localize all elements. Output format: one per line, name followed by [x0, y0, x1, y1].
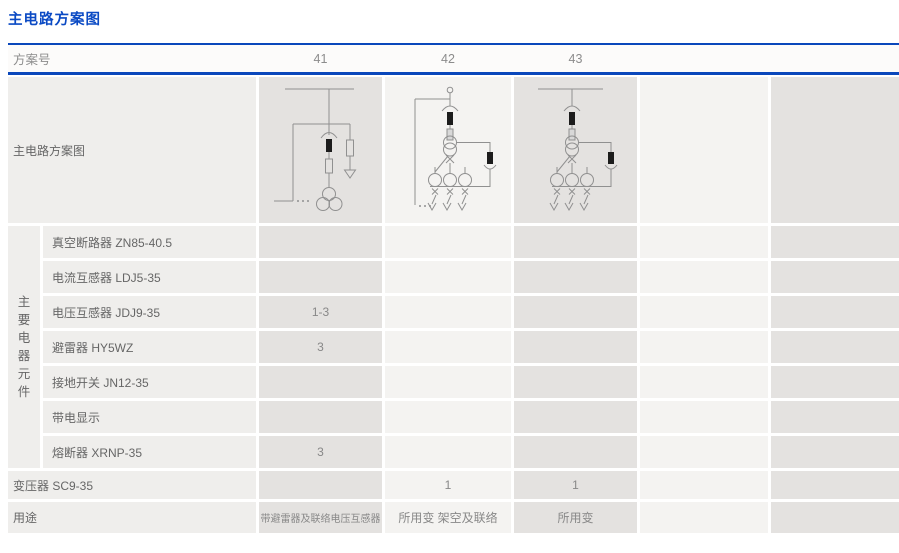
empty-cell — [771, 77, 899, 223]
empty-cell — [640, 226, 768, 258]
scheme-cell — [385, 296, 511, 328]
scheme-41-diagram — [274, 88, 357, 211]
scheme-cell: 3 — [259, 436, 382, 468]
scheme-cell: 带避雷器及联络电压互感器 — [259, 502, 382, 533]
component-name: 避雷器 HY5WZ — [43, 331, 256, 363]
page-title: 主电路方案图 — [8, 12, 101, 28]
empty-cell — [640, 436, 768, 468]
scheme-cell: 1 — [385, 471, 511, 499]
scheme-43-header: 43 — [568, 51, 583, 66]
component-name: 真空断路器 ZN85-40.5 — [43, 226, 256, 258]
empty-cell — [640, 502, 768, 533]
empty-cell — [640, 331, 768, 363]
scheme-cell — [385, 401, 511, 433]
scheme-43-diagram-cell — [514, 77, 637, 223]
scheme-cell: 3 — [259, 331, 382, 363]
scheme-number-header: 方案号 — [13, 53, 51, 67]
scheme-cell: 1 — [514, 471, 637, 499]
scheme-cell: 所用变 — [514, 502, 637, 533]
scheme-cell — [514, 436, 637, 468]
scheme-table: 主电路方案图 — [8, 77, 899, 533]
diagram-row-label: 主电路方案图 — [8, 77, 256, 223]
component-name: 电压互感器 JDJ9-35 — [43, 296, 256, 328]
scheme-cell — [514, 401, 637, 433]
scheme-41-diagram-cell — [259, 77, 382, 223]
empty-cell — [640, 401, 768, 433]
empty-cell — [640, 366, 768, 398]
empty-cell — [771, 436, 899, 468]
empty-cell — [771, 366, 899, 398]
scheme-cell — [259, 401, 382, 433]
scheme-42-diagram — [414, 86, 497, 212]
empty-cell — [771, 401, 899, 433]
component-name: 熔断器 XRNP-35 — [43, 436, 256, 468]
scheme-cell — [385, 366, 511, 398]
scheme-43-diagram — [538, 88, 618, 212]
scheme-cell: 所用变 架空及联络 — [385, 502, 511, 533]
usage-row-label: 用途 — [8, 502, 256, 533]
scheme-cell — [514, 261, 637, 293]
scheme-cell — [259, 226, 382, 258]
empty-cell — [771, 226, 899, 258]
scheme-cell — [385, 436, 511, 468]
component-name: 带电显示 — [43, 401, 256, 433]
scheme-cell — [514, 331, 637, 363]
table-header-row: 方案号 41 42 43 — [8, 43, 899, 75]
empty-cell — [640, 296, 768, 328]
scheme-41-header: 41 — [313, 51, 328, 66]
scheme-cell: 1-3 — [259, 296, 382, 328]
scheme-cell — [385, 331, 511, 363]
scheme-42-diagram-cell — [385, 77, 511, 223]
scheme-cell — [385, 261, 511, 293]
component-group-label: 主要电器元件 — [8, 226, 40, 468]
component-name: 电流互感器 LDJ5-35 — [43, 261, 256, 293]
scheme-cell — [385, 226, 511, 258]
scheme-cell — [259, 366, 382, 398]
scheme-cell — [514, 226, 637, 258]
scheme-cell — [259, 471, 382, 499]
scheme-cell — [514, 296, 637, 328]
empty-cell — [640, 471, 768, 499]
scheme-cell — [514, 366, 637, 398]
empty-cell — [771, 331, 899, 363]
empty-cell — [771, 296, 899, 328]
scheme-cell — [259, 261, 382, 293]
scheme-42-header: 42 — [441, 51, 455, 66]
empty-cell — [640, 77, 768, 223]
empty-cell — [771, 502, 899, 533]
empty-cell — [771, 471, 899, 499]
empty-cell — [640, 261, 768, 293]
transformer-row-label: 变压器 SC9-35 — [8, 471, 256, 499]
component-name: 接地开关 JN12-35 — [43, 366, 256, 398]
empty-cell — [771, 261, 899, 293]
